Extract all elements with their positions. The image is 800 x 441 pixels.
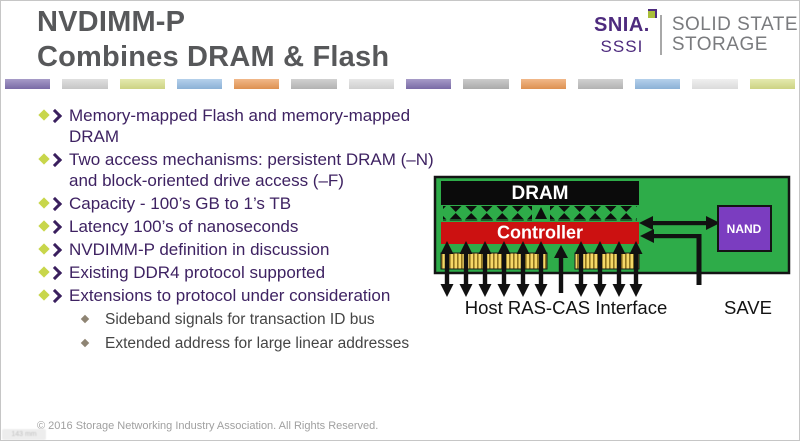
strip-segment <box>635 79 681 89</box>
bullet-arrow-icon <box>38 193 69 214</box>
sub-bullet-item: Extended address for large linear addres… <box>79 333 459 354</box>
strip-segment <box>692 79 738 89</box>
center-up-arrow <box>554 245 568 293</box>
sub-bullet-item: Sideband signals for transaction ID bus <box>79 309 459 330</box>
controller-nand-arrow <box>639 216 720 230</box>
bullet-text: Extended address for large linear addres… <box>105 335 410 352</box>
bullet-item: Memory-mapped Flash and memory-mapped DR… <box>38 105 459 147</box>
bullet-item: NVDIMM-P definition in discussion <box>38 239 459 260</box>
bullet-text: Two access mechanisms: persistent DRAM (… <box>69 150 434 190</box>
snia-text: SNIA. <box>594 14 650 36</box>
bullet-text: Memory-mapped Flash and memory-mapped DR… <box>69 106 411 146</box>
watermark-badge: 143 mm <box>2 429 46 440</box>
bullet-arrow-icon <box>38 105 69 126</box>
strip-segment <box>62 79 108 89</box>
bullet-arrow-icon <box>38 216 69 237</box>
logo-divider <box>659 15 662 55</box>
nand-chip <box>717 205 772 252</box>
strip-segment <box>348 79 394 89</box>
tagline-line-2: STORAGE <box>671 34 768 55</box>
bullet-text: Capacity - 100’s GB to 1’s TB <box>69 194 292 213</box>
edge-connector-pins-right <box>574 252 640 270</box>
bullet-item: Capacity - 100’s GB to 1’s TB <box>38 193 459 214</box>
controller-label: Controller <box>497 223 583 243</box>
bullet-diamond-icon <box>79 333 105 354</box>
nand-label: NAND <box>727 222 762 236</box>
strip-segment <box>119 79 165 89</box>
color-strip <box>5 79 795 89</box>
bullet-item: Existing DDR4 protocol supported <box>38 262 459 283</box>
bullet-text: Existing DDR4 protocol supported <box>69 263 326 282</box>
strip-segment <box>577 79 624 89</box>
snia-sssi-logo: SNIA. SSSI SOLID STATE STORAGE <box>594 9 798 56</box>
strip-segment <box>234 79 280 89</box>
bullet-diamond-icon <box>79 309 105 330</box>
title-line-1: NVDIMM-P <box>37 6 186 38</box>
bullet-arrow-icon <box>38 262 69 283</box>
tagline-line-1: SOLID STATE <box>671 14 799 35</box>
bullet-list: Memory-mapped Flash and memory-mapped DR… <box>38 105 459 356</box>
edge-connector-pins-left <box>440 252 548 270</box>
strip-segment <box>405 79 452 89</box>
strip-segment <box>520 79 566 89</box>
page-title: NVDIMM-P Combines DRAM & Flash <box>37 5 389 75</box>
logo-tagline: SOLID STATE STORAGE <box>672 15 798 55</box>
bullet-text: Latency 100’s of nanoseconds <box>69 217 299 236</box>
strip-segment <box>291 79 337 89</box>
copyright-footer: © 2016 Storage Networking Industry Assoc… <box>37 420 379 432</box>
logo-brand-column: SNIA. SSSI <box>594 9 657 56</box>
strip-segment <box>463 79 509 89</box>
dram-label: DRAM <box>512 183 569 204</box>
title-line-2: Combines DRAM & Flash <box>37 41 390 73</box>
bullet-item: Latency 100’s of nanoseconds <box>38 216 459 237</box>
snia-wordmark: SNIA. <box>594 9 657 36</box>
bullet-text: Sideband signals for transaction ID bus <box>105 311 375 328</box>
bullet-arrow-icon <box>38 239 69 260</box>
bullet-text: Extensions to protocol under considerati… <box>69 286 391 305</box>
host-interface-label: Host RAS-CAS Interface <box>465 297 668 318</box>
bullet-arrow-icon <box>38 285 69 306</box>
strip-segment <box>749 79 795 89</box>
bullet-arrow-icon <box>38 149 69 170</box>
bullet-item: Two access mechanisms: persistent DRAM (… <box>38 149 459 191</box>
bullet-text: NVDIMM-P definition in discussion <box>69 240 330 259</box>
sssi-text: SSSI <box>600 37 644 56</box>
save-signal-arrow <box>640 229 702 285</box>
controller-chip <box>441 222 639 244</box>
dram-chip <box>441 181 639 205</box>
bullet-item: Extensions to protocol under considerati… <box>38 285 459 306</box>
interconnect-up-triangle-icon <box>535 207 547 219</box>
strip-segment <box>5 79 51 89</box>
snia-square-icon <box>647 9 657 18</box>
strip-segment <box>176 79 223 89</box>
save-label: SAVE <box>724 297 772 318</box>
nvdimm-diagram: DRAM Controller <box>433 175 793 327</box>
